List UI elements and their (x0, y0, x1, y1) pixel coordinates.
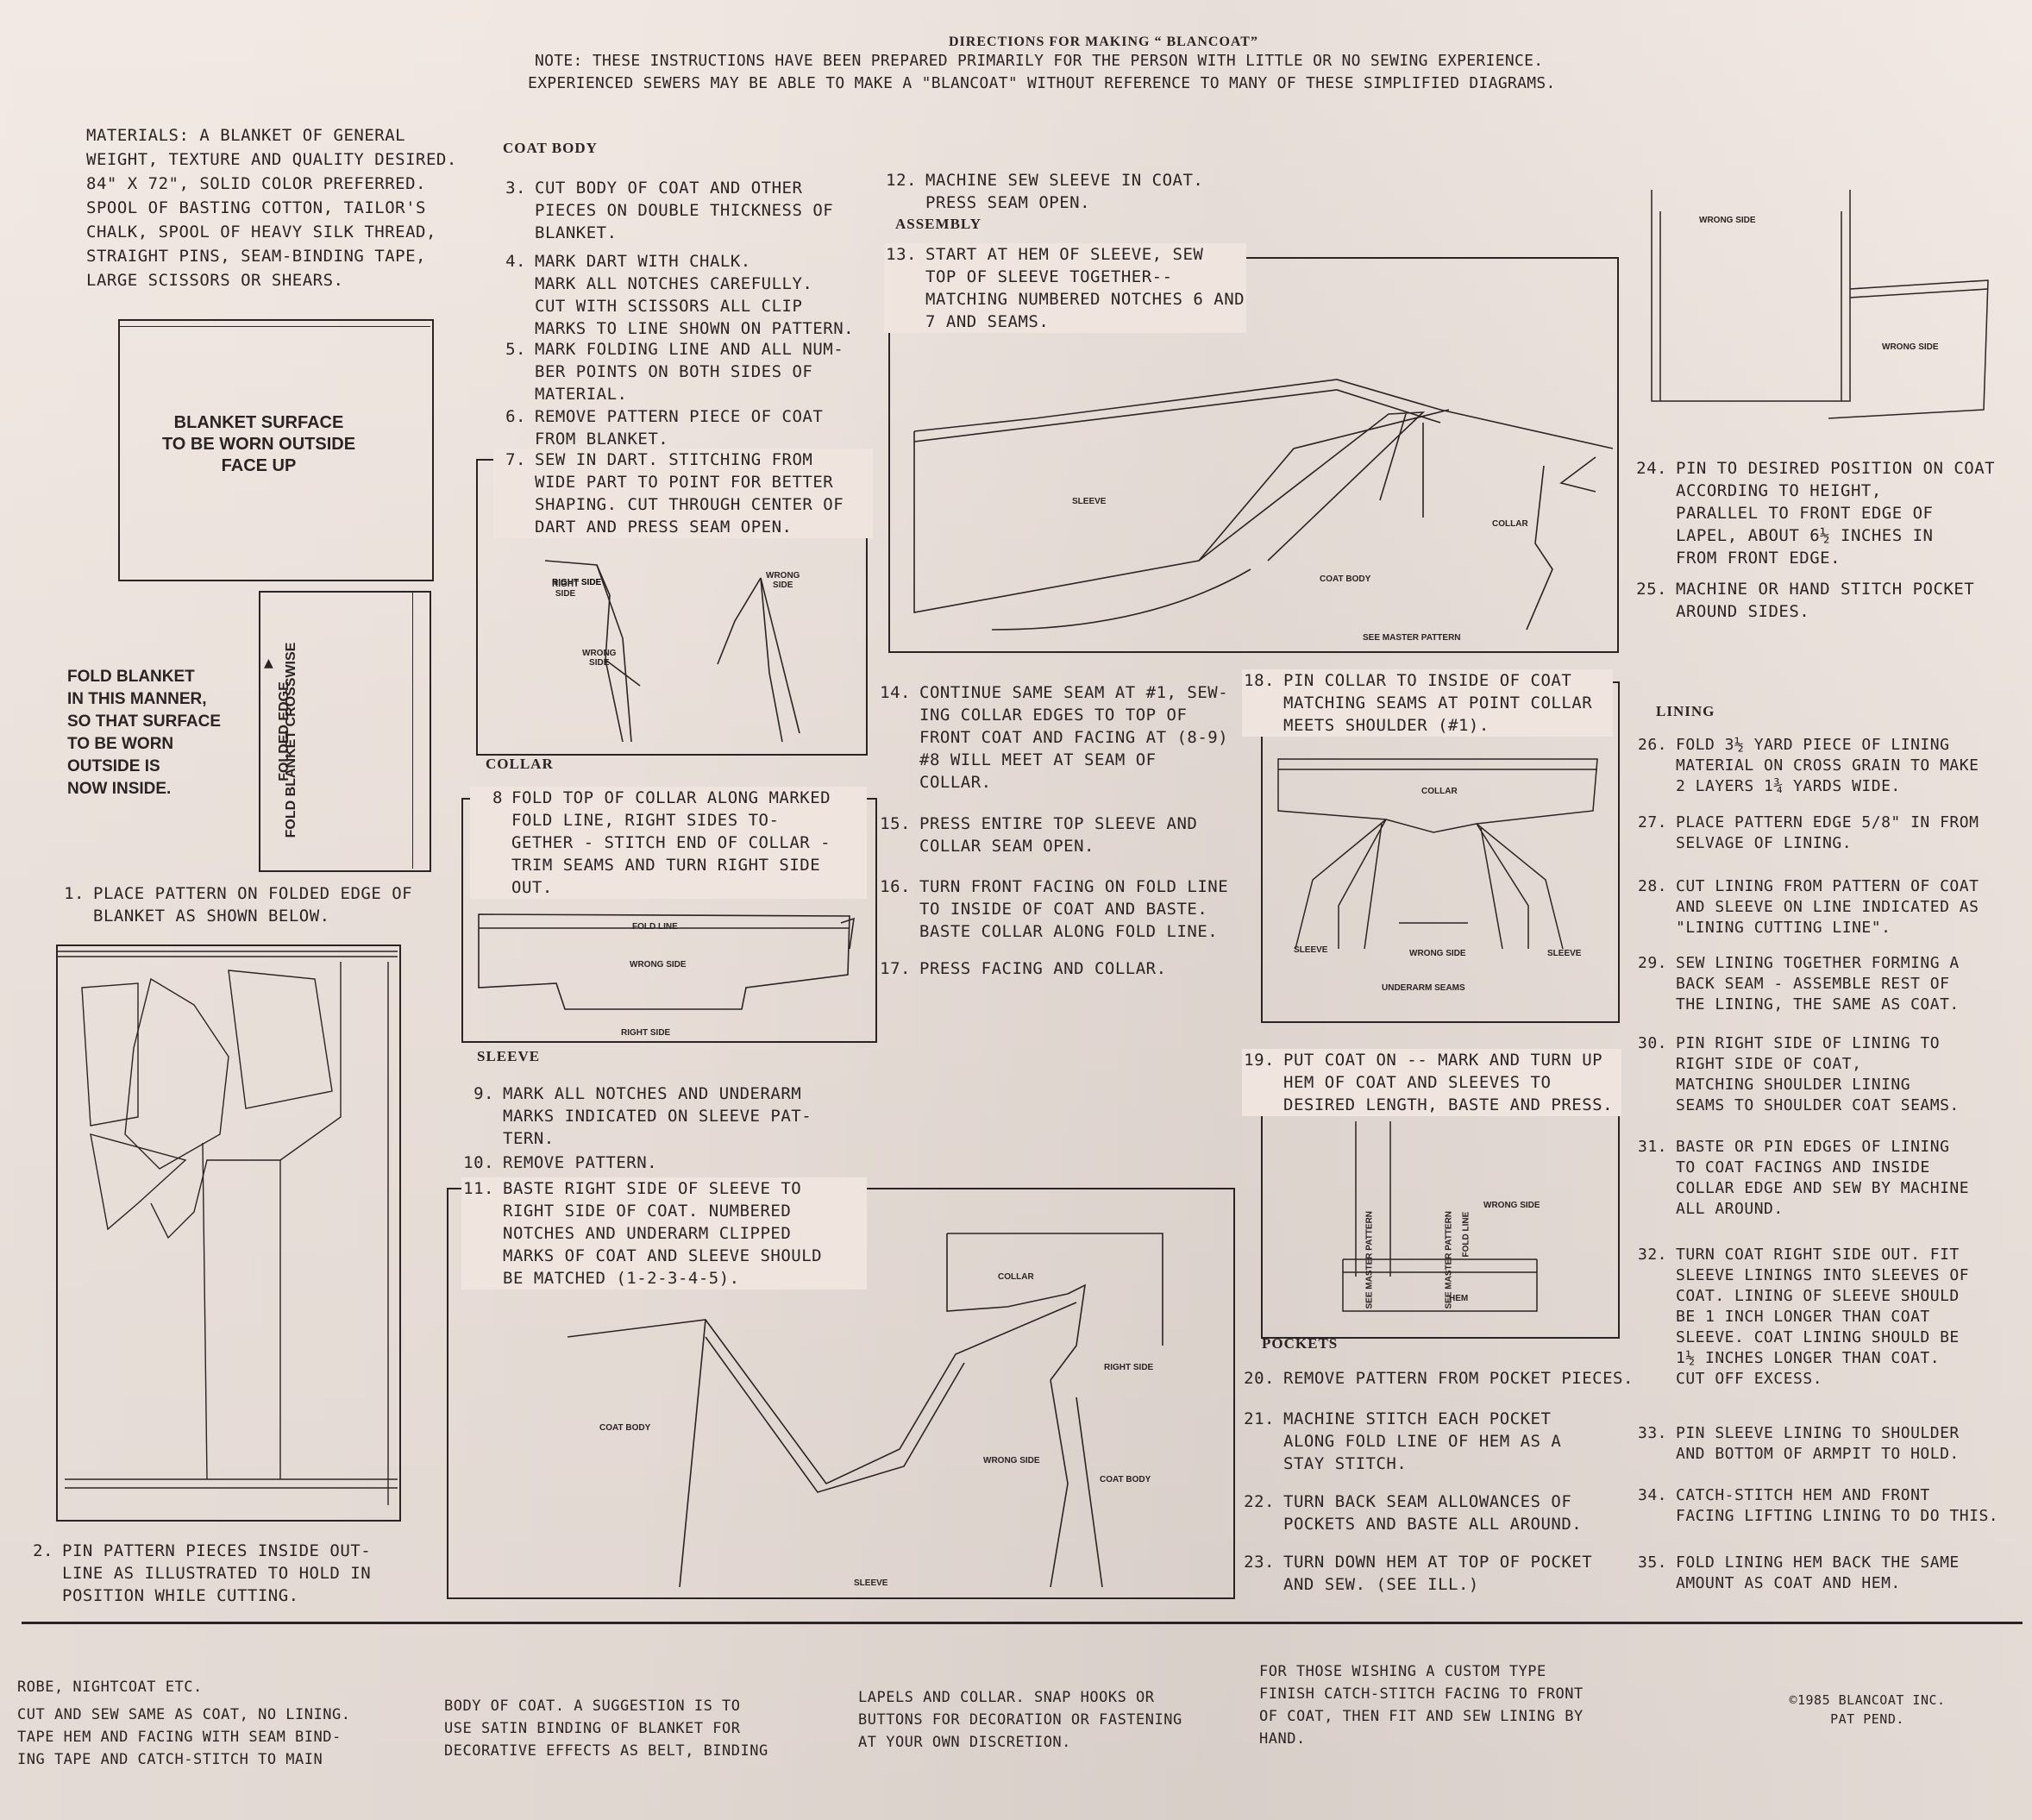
dart-wrong-side-a: WRONG SIDE (582, 649, 617, 668)
step-33: 33.PIN SLEEVE LINING TO SHOULDER AND BOT… (1637, 1424, 1960, 1463)
step-3: 3.CUT BODY OF COAT AND OTHER PIECES ON D… (505, 179, 834, 242)
footer-heading: ROBE, NIGHTCOAT ETC. (17, 1679, 203, 1696)
fig11-collar: COLLAR (998, 1272, 1034, 1282)
fig11-coat-body-right: COAT BODY (1100, 1475, 1151, 1484)
arrow-up-icon: ▲ (264, 654, 273, 672)
collar-fold-line: FOLD LINE (632, 922, 678, 932)
pocket-wrong-side-b: WRONG SIDE (1882, 342, 1939, 352)
step-15: 15.PRESS ENTIRE TOP SLEEVE AND COLLAR SE… (880, 814, 1198, 856)
pocket-wrong-side-a: WRONG SIDE (1699, 216, 1756, 225)
fold-note-label: FOLD BLANKET IN THIS MANNER, SO THAT SUR… (67, 668, 222, 798)
note-line-2: EXPERIENCED SEWERS MAY BE ABLE TO MAKE A… (528, 74, 1556, 92)
section-collar: COLLAR (486, 756, 554, 772)
step-20: 20.REMOVE PATTERN FROM POCKET PIECES. (1244, 1369, 1634, 1388)
step-26: 26.FOLD 3½ YARD PIECE OF LINING MATERIAL… (1637, 736, 1979, 795)
page-title: DIRECTIONS FOR MAKING “ BLANCOAT” (949, 35, 1258, 49)
fig19-fold-line: FOLD LINE (1461, 1211, 1471, 1258)
step-5: 5.MARK FOLDING LINE AND ALL NUM- BER POI… (505, 340, 844, 404)
step-10: 10.REMOVE PATTERN. (463, 1153, 658, 1172)
step-29: 29.SEW LINING TOGETHER FORMING A BACK SE… (1637, 954, 1960, 1014)
fig11-sleeve: SLEEVE (854, 1578, 888, 1588)
step-30: 30.PIN RIGHT SIDE OF LINING TO RIGHT SID… (1637, 1034, 1960, 1114)
section-sleeve: SLEEVE (477, 1048, 541, 1064)
collar-right-side: RIGHT SIDE (621, 1028, 671, 1038)
fig13-collar: COLLAR (1492, 519, 1528, 529)
step-23: 23.TURN DOWN HEM AT TOP OF POCKET AND SE… (1244, 1553, 1593, 1594)
copyright: ©1985 BLANCOAT INC. PAT PEND. (1789, 1692, 1946, 1727)
step-35: 35.FOLD LINING HEM BACK THE SAME AMOUNT … (1637, 1553, 1960, 1592)
step-32: 32.TURN COAT RIGHT SIDE OUT. FIT SLEEVE … (1637, 1246, 1970, 1388)
dart-drawing: RIGHT SIDE (544, 560, 800, 743)
step-9: 9.MARK ALL NOTCHES AND UNDERARM MARKS IN… (474, 1084, 812, 1148)
section-lining: LINING (1656, 703, 1715, 719)
section-pockets: POCKETS (1262, 1335, 1339, 1352)
collar-drawing (478, 913, 855, 1010)
fig11-coat-body-left: COAT BODY (599, 1423, 651, 1433)
folded-blanket-selvage (412, 591, 414, 869)
dart-wrong-side-b: WRONG SIDE (766, 571, 800, 590)
step-4: 4.MARK DART WITH CHALK. MARK ALL NOTCHES… (505, 252, 855, 338)
note-line-1: NOTE: THESE INSTRUCTIONS HAVE BEEN PREPA… (535, 52, 1544, 70)
blanket-edge-line (118, 321, 430, 327)
footer-col-4: FOR THOSE WISHING A CUSTOM TYPE FINISH C… (1259, 1663, 1584, 1748)
dart-right-side-label: RIGHT SIDE (552, 578, 602, 587)
step-18: 18.PIN COLLAR TO INSIDE OF COAT MATCHING… (1242, 669, 1613, 737)
fig13-see-master: SEE MASTER PATTERN (1363, 633, 1461, 643)
footer-divider (22, 1622, 2023, 1624)
step-17: 17.PRESS FACING AND COLLAR. (880, 959, 1167, 978)
hem-drawing (1342, 1121, 1538, 1312)
assembly-drawing (913, 379, 1614, 631)
fig19-see-master-a: SEE MASTER PATTERN (1364, 1210, 1375, 1309)
footer-col-1: CUT AND SEW SAME AS COAT, NO LINING. TAP… (17, 1706, 351, 1768)
step-11: 11.BASTE RIGHT SIDE OF SLEEVE TO RIGHT S… (461, 1177, 867, 1290)
fig18-sleeve-left: SLEEVE (1294, 945, 1328, 955)
step-12: 12.MACHINE SEW SLEEVE IN COAT. PRESS SEA… (886, 171, 1204, 212)
fig11-right-side: RIGHT SIDE (1104, 1363, 1154, 1372)
pocket-figure (1651, 190, 1989, 419)
step-27: 27.PLACE PATTERN EDGE 5/8" IN FROM SELVA… (1637, 813, 1979, 852)
fig18-collar: COLLAR (1421, 787, 1458, 796)
assembly-figure (888, 257, 1619, 653)
fig11-wrong-side: WRONG SIDE (983, 1456, 1040, 1465)
step-7: 7.SEW IN DART. STITCHING FROM WIDE PART … (493, 449, 873, 538)
fig18-wrong-side: WRONG SIDE (1409, 949, 1466, 958)
folded-edge-label: FOLDED EDGE (277, 681, 292, 781)
step-21: 21.MACHINE STITCH EACH POCKET ALONG FOLD… (1244, 1409, 1562, 1473)
fig19-see-master-b: SEE MASTER PATTERN (1444, 1210, 1454, 1309)
step-2: 2.PIN PATTERN PIECES INSIDE OUT- LINE AS… (33, 1541, 372, 1605)
footer-col-3: LAPELS AND COLLAR. SNAP HOOKS OR BUTTONS… (858, 1689, 1182, 1751)
step-13: 13.START AT HEM OF SLEEVE, SEW TOP OF SL… (884, 243, 1246, 333)
collar-pin-drawing (1277, 758, 1598, 950)
step-16: 16.TURN FRONT FACING ON FOLD LINE TO INS… (880, 877, 1229, 941)
blanket-surface-label: BLANKET SURFACE TO BE WORN OUTSIDE FACE … (161, 413, 356, 475)
step-24: 24.PIN TO DESIRED POSITION ON COAT ACCOR… (1636, 459, 1996, 568)
step-22: 22.TURN BACK SEAM ALLOWANCES OF POCKETS … (1244, 1492, 1583, 1534)
fig18-underarm-seams: UNDERARM SEAMS (1382, 983, 1465, 993)
section-coat-body: COAT BODY (503, 140, 598, 156)
collar-wrong-side: WRONG SIDE (630, 960, 687, 970)
sleeve-coat-drawing (567, 1233, 1163, 1588)
fig19-hem: HEM (1449, 1294, 1469, 1303)
step-14: 14.CONTINUE SAME SEAM AT #1, SEW- ING CO… (880, 683, 1229, 792)
pattern-layout-figure (56, 945, 401, 1522)
step-31: 31.BASTE OR PIN EDGES OF LINING TO COAT … (1637, 1138, 1970, 1218)
fig13-sleeve: SLEEVE (1072, 497, 1107, 506)
step-6: 6.REMOVE PATTERN PIECE OF COAT FROM BLAN… (505, 407, 824, 449)
blanket-surface-figure (118, 319, 434, 581)
footer-col-2: BODY OF COAT. A SUGGESTION IS TO USE SAT… (444, 1698, 768, 1760)
folded-blanket-figure (259, 591, 431, 872)
fig19-wrong-side: WRONG SIDE (1483, 1201, 1540, 1210)
fig13-coat-body: COAT BODY (1320, 574, 1371, 584)
fig18-sleeve-right: SLEEVE (1547, 949, 1582, 958)
step-28: 28.CUT LINING FROM PATTERN OF COAT AND S… (1637, 877, 1979, 937)
dart-right-side: RIGHT SIDE (552, 580, 580, 599)
section-assembly: ASSEMBLY (895, 216, 982, 232)
pattern-layout-drawing (56, 951, 398, 1505)
step-34: 34.CATCH-STITCH HEM AND FRONT FACING LIF… (1637, 1486, 1999, 1525)
step-25: 25.MACHINE OR HAND STITCH POCKET AROUND … (1636, 580, 1975, 621)
step-1: 1.PLACE PATTERN ON FOLDED EDGE OF BLANKE… (64, 884, 413, 926)
step-19: 19.PUT COAT ON -- MARK AND TURN UP HEM O… (1242, 1049, 1621, 1116)
materials-text: MATERIALS: A BLANKET OF GENERAL WEIGHT, … (86, 126, 457, 290)
